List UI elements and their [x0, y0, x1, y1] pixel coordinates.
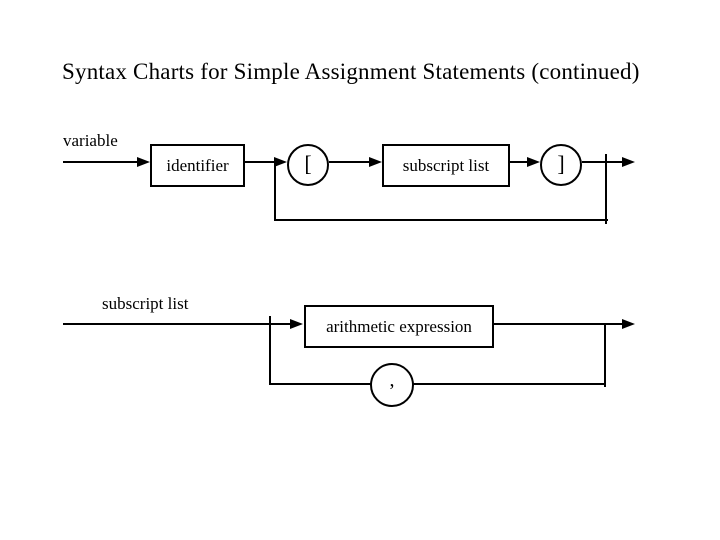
loop-line-down	[604, 325, 606, 387]
arrowhead-icon	[622, 319, 635, 329]
node-label: subscript list	[402, 155, 490, 175]
terminal-label: ]	[557, 151, 565, 176]
node-box-subscript-list: subscript list	[382, 144, 510, 187]
bypass-line-up	[605, 154, 607, 224]
terminal-label: ,	[389, 368, 395, 391]
flow-line	[494, 323, 622, 325]
arrowhead-icon	[290, 319, 303, 329]
flow-line	[245, 161, 275, 163]
node-label: arithmetic expression	[326, 316, 472, 336]
node-box-arithmetic-expression: arithmetic expression	[304, 305, 494, 348]
terminal-label: [	[304, 151, 312, 176]
terminal-comma: ,	[370, 363, 414, 407]
node-label: identifier	[166, 155, 229, 175]
bypass-line-down	[274, 163, 276, 221]
arrowhead-icon	[137, 157, 150, 167]
rule-label-variable: variable	[63, 131, 118, 150]
flow-line	[63, 161, 140, 163]
flow-line	[329, 161, 370, 163]
flow-line	[510, 161, 528, 163]
arrowhead-icon	[369, 157, 382, 167]
loop-line-bottom	[270, 383, 606, 385]
flow-line	[63, 323, 291, 325]
arrowhead-icon	[622, 157, 635, 167]
slide-title: Syntax Charts for Simple Assignment Stat…	[62, 59, 640, 84]
arrowhead-icon	[274, 157, 287, 167]
arrowhead-icon	[527, 157, 540, 167]
flow-line	[582, 161, 623, 163]
terminal-open-bracket: [	[287, 144, 329, 186]
rule-label-subscript-list: subscript list	[102, 294, 189, 313]
node-box-identifier: identifier	[150, 144, 245, 187]
loop-line-up	[269, 316, 271, 385]
terminal-close-bracket: ]	[540, 144, 582, 186]
bypass-line-bottom	[274, 219, 608, 221]
